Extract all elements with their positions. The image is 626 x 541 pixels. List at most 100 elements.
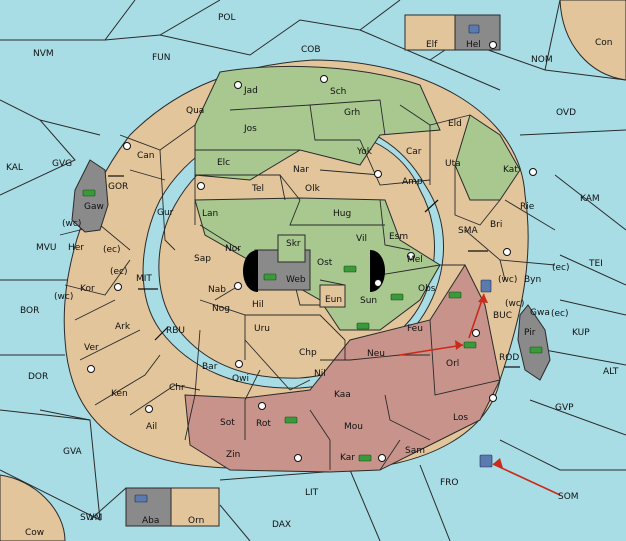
sea-label: COB (301, 45, 321, 55)
land-label: Kor (80, 284, 95, 294)
land-label: Byn (524, 275, 541, 285)
land-label: Hug (333, 209, 351, 219)
sea-label: BOR (20, 306, 39, 316)
land-label: Feu (407, 324, 423, 334)
land-label: Kat (503, 165, 518, 175)
land-label: Eld (448, 119, 462, 129)
land-label: Sam (405, 446, 425, 456)
sea-label: MIT (136, 274, 152, 284)
green-zone-north (194, 65, 441, 181)
land-label: Yok (356, 147, 373, 157)
land-label: Ark (115, 322, 131, 332)
land-label: Chr (169, 383, 185, 393)
land-label: Rot (256, 419, 271, 429)
sea-label: RBU (166, 326, 185, 336)
land-label: Bar (202, 362, 218, 372)
land-label: Uta (445, 159, 461, 169)
sea-label: NOM (531, 55, 553, 65)
land-label: Sun (360, 296, 377, 306)
elf-box (404, 14, 456, 51)
sea-label: GVA (63, 447, 83, 457)
land-label: Ost (317, 258, 333, 268)
sea-label: KUP (572, 328, 590, 338)
land-label: Ail (146, 422, 157, 432)
army-rot (284, 416, 298, 424)
sea-label: FUN (152, 53, 171, 63)
land-label: Eun (325, 295, 342, 305)
land-label: Can (137, 151, 155, 161)
land-label: Sot (220, 418, 235, 428)
land-label: Jos (243, 124, 257, 134)
sea-label: KAL (6, 163, 23, 173)
land-label: Sch (330, 87, 346, 97)
sea-label: OVD (556, 108, 576, 118)
order-neu-orl (399, 344, 464, 356)
sea-label: TEI (588, 259, 603, 269)
sea-label: FRO (440, 478, 459, 488)
land-label: Kaa (334, 390, 351, 400)
land-label: Nil (314, 369, 326, 379)
green-zone-center (194, 197, 441, 331)
land-label: Lan (202, 209, 218, 219)
land-label: Cow (25, 528, 44, 538)
fleet-aba (134, 494, 148, 503)
sea-label: KAM (580, 194, 600, 204)
sea-label: GOR (108, 182, 128, 192)
pir-island (517, 304, 551, 381)
order-som-fro (492, 463, 561, 496)
sea-label: ALT (603, 367, 619, 377)
land-label: Qua (186, 106, 204, 116)
sea-label: SOM (558, 492, 579, 502)
land-label: Sap (194, 254, 211, 264)
land-label: Car (406, 147, 422, 157)
army-orl (463, 341, 477, 349)
coast-label: (wc) (54, 292, 73, 302)
sea-label: MVU (36, 243, 57, 253)
land-label: Nar (293, 165, 309, 175)
land-label: Los (453, 413, 468, 423)
sea-label: GVP (555, 403, 574, 413)
sea-label: LIT (305, 488, 319, 498)
land-label: Pir (524, 328, 536, 338)
land-label: Elf (426, 40, 438, 50)
land-label: Gur (157, 208, 174, 218)
sea-label: DOR (28, 372, 48, 382)
land-label: Grh (344, 108, 360, 118)
sea-label: POL (218, 13, 236, 23)
sea-label: SMA (458, 226, 478, 236)
coast-label: (ec) (552, 263, 570, 273)
arrow-heads (455, 294, 503, 468)
land-label: Obs (418, 284, 436, 294)
sea-label: SWM (80, 513, 102, 523)
land-label: Olk (305, 184, 321, 194)
sea-label: ROD (499, 353, 519, 363)
land-label: Kar (340, 453, 355, 463)
land-label: Skr (286, 239, 301, 249)
fleet-hel (468, 24, 480, 34)
land-label: Hel (466, 40, 481, 50)
west-cap (243, 250, 258, 292)
sea-label: DAX (272, 520, 291, 530)
land-label: Ken (111, 389, 128, 399)
land-label: Bri (490, 220, 502, 230)
land-label: Mel (407, 255, 423, 265)
coast-label: (ec) (551, 309, 569, 319)
land-label: Gaw (84, 202, 104, 212)
coast-label: (wc) (62, 219, 81, 229)
army-kar (358, 454, 372, 462)
land-label: Qwi (232, 374, 249, 384)
land-label: Web (286, 275, 306, 285)
land-label: Con (595, 38, 613, 48)
land-label: Amp (402, 177, 423, 187)
land-label: Vil (356, 234, 367, 244)
land-label: Elc (217, 158, 230, 168)
sea-label: NVM (33, 49, 54, 59)
land-labels: Elf Hel Con Jad Sch Qua Jos Grh Eld Can … (25, 38, 613, 538)
fleet-units (134, 24, 493, 503)
army-web (263, 273, 277, 281)
fleet-buc (480, 279, 492, 293)
coast-label: (ec) (110, 267, 128, 277)
land-label: Hil (252, 300, 264, 310)
